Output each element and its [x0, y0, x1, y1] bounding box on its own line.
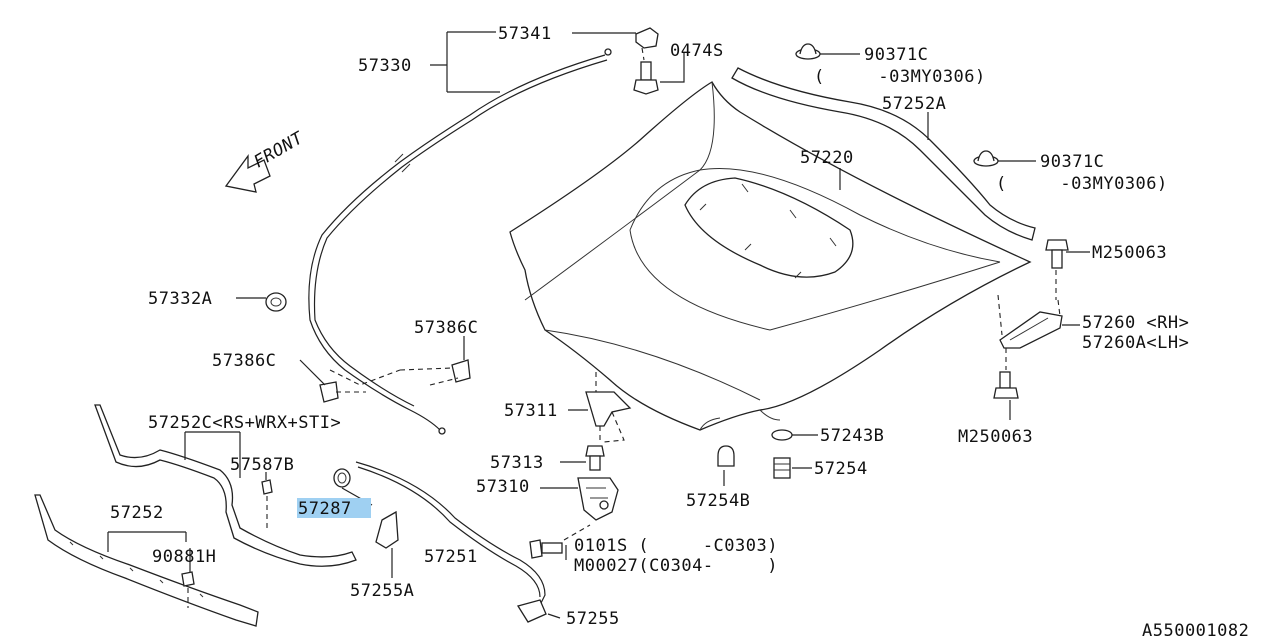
clip-57386c-left [319, 369, 401, 403]
bushing-90371c-mid [973, 150, 999, 167]
label-0101s[interactable]: 0101S ( -C0303) [574, 536, 778, 556]
hood-stay-57251 [355, 461, 546, 606]
label-57220[interactable]: 57220 [800, 148, 854, 168]
label-57255[interactable]: 57255 [566, 609, 620, 629]
label-0474s[interactable]: 0474S [670, 41, 724, 61]
label-57332a[interactable]: 57332A [148, 289, 212, 309]
label-57254b[interactable]: 57254B [686, 491, 750, 511]
label-57255a[interactable]: 57255A [350, 581, 414, 601]
highlight-57287 [297, 498, 371, 518]
bolt-0101s [529, 524, 591, 559]
striker-57311 [585, 372, 632, 443]
clip-90881h [181, 571, 195, 608]
molding-57252 [34, 494, 259, 627]
label-57287[interactable]: 57287 [298, 499, 352, 519]
clip-57386c-right [399, 359, 471, 386]
label-90371c-b[interactable]: 90371C [1040, 152, 1104, 172]
clip-57587b [261, 479, 273, 532]
label-57260a[interactable]: 57260A<LH> [1082, 333, 1189, 353]
label-90371c-a[interactable]: 90371C [864, 45, 928, 65]
holder-57255a [375, 510, 399, 549]
label-m250063-b[interactable]: M250063 [958, 427, 1033, 447]
label-57252[interactable]: 57252 [110, 503, 164, 523]
bushing-90371c-top [795, 43, 821, 60]
bumper-57254 [773, 457, 791, 479]
label-57386c-b[interactable]: 57386C [212, 351, 276, 371]
hood-panel [509, 81, 1032, 431]
label-57243b[interactable]: 57243B [820, 426, 884, 446]
label-57313[interactable]: 57313 [490, 453, 544, 473]
label-m250063-a[interactable]: M250063 [1092, 243, 1167, 263]
leader-lines [107, 31, 1090, 619]
hood-release-cable [308, 48, 612, 435]
hood-hinge-57260 [997, 294, 1063, 349]
label-57587b[interactable]: 57587B [230, 455, 294, 475]
front-arrow [224, 154, 271, 193]
grommet-57332a [265, 292, 287, 312]
label-90371c-b-note: ( -03MY0306) [996, 174, 1168, 194]
bolt-m250063-bottom [993, 348, 1019, 399]
front-label: FRONT [251, 128, 309, 173]
bolt-57313 [585, 445, 605, 471]
hood-lock-57310 [577, 477, 619, 521]
label-57251[interactable]: 57251 [424, 547, 478, 567]
label-57311[interactable]: 57311 [504, 401, 558, 421]
weatherstrip-57252a [731, 67, 1036, 241]
label-57252c[interactable]: 57252C<RS+WRX+STI> [148, 413, 341, 433]
holder-57255 [516, 599, 547, 623]
bolt-m250063-top [1045, 239, 1069, 300]
label-57310[interactable]: 57310 [476, 477, 530, 497]
grommet-57287 [333, 468, 351, 488]
clip-57341 [635, 27, 659, 61]
bolt-0474s [633, 61, 659, 95]
label-57386c-a[interactable]: 57386C [414, 318, 478, 338]
label-57260[interactable]: 57260 <RH> [1082, 313, 1189, 333]
label-57330[interactable]: 57330 [358, 56, 412, 76]
washer-57243b [771, 429, 793, 441]
label-57252a[interactable]: 57252A [882, 94, 946, 114]
label-m00027[interactable]: M00027(C0304- ) [574, 556, 778, 576]
label-57341[interactable]: 57341 [498, 24, 552, 44]
label-90881h[interactable]: 90881H [152, 547, 216, 567]
bumper-57254b [717, 445, 735, 467]
label-57254[interactable]: 57254 [814, 459, 868, 479]
molding-57252c [94, 404, 357, 567]
label-90371c-a-note: ( -03MY0306) [814, 67, 986, 87]
doc-code: A550001082 [1142, 621, 1249, 640]
